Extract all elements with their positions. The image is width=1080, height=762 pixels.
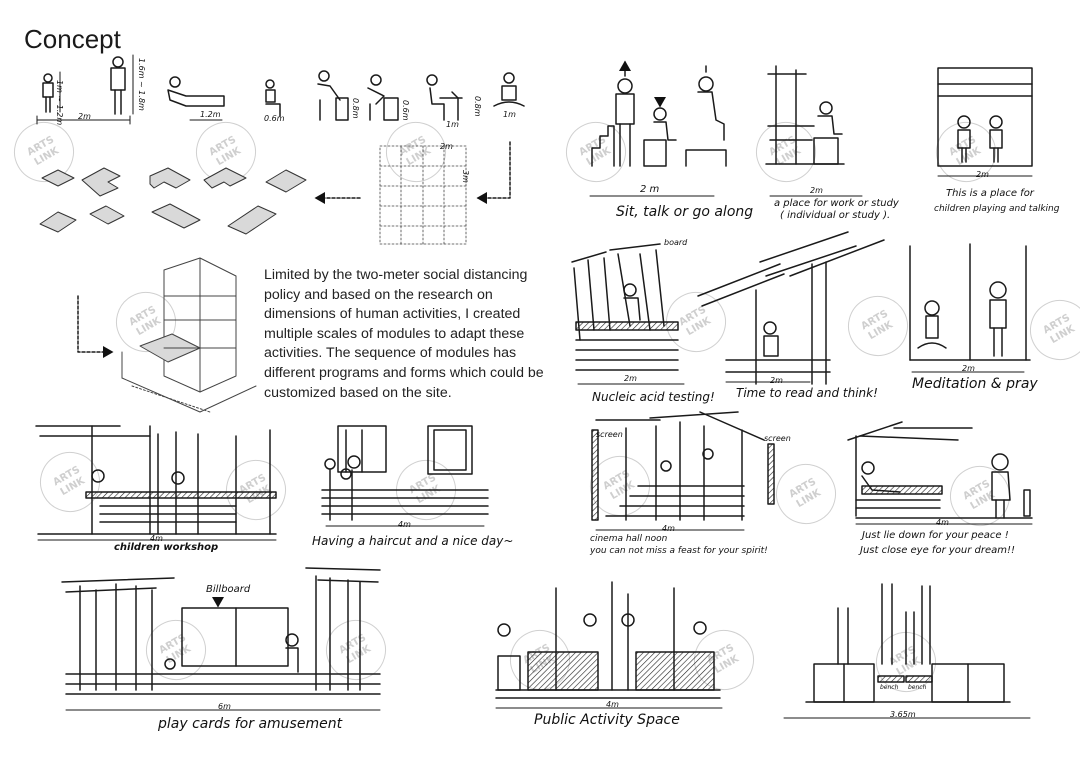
scale-label: 6m <box>218 702 231 711</box>
dim-adult-height: 1.6m ~ 1.8m <box>137 58 146 111</box>
sketch-play-cards <box>61 567 381 711</box>
caption-play-cards: play cards for amusement <box>158 716 343 732</box>
sketch-children-workshop <box>35 425 277 541</box>
human-dimensions-row <box>36 54 525 125</box>
sketch-haircut <box>321 425 489 527</box>
caption-public-activity: Public Activity Space <box>534 712 680 728</box>
dim-work-width: 1m <box>446 120 459 129</box>
scale-label: 4m <box>606 700 619 709</box>
scale-label: 4m <box>398 520 411 529</box>
caption-billboard: Billboard <box>206 584 251 595</box>
caption-children-workshop: children workshop <box>114 542 219 553</box>
caption-bench-2: bench <box>908 684 927 691</box>
module-grid <box>379 145 467 245</box>
scale-label: 3.65m <box>890 710 916 719</box>
scale-label: 4m <box>936 518 949 527</box>
dim-seat-low: 0.6m <box>264 114 285 123</box>
dim-desk: 0.8m <box>351 98 360 119</box>
caption-board: board <box>664 238 688 247</box>
caption-sit-talk: Sit, talk or go along <box>616 204 754 220</box>
caption-screen-left: screen <box>596 430 623 439</box>
sketch-nucleic <box>571 243 685 385</box>
sketch-read-think <box>697 231 885 385</box>
scale-label: 4m <box>662 524 675 533</box>
dim-grid-side: 3m <box>461 170 470 183</box>
dim-grid-top: 2m <box>440 142 453 151</box>
dim-work: 0.8m <box>473 96 482 117</box>
dim-child-height: 1m ~ 1.2m <box>55 80 64 126</box>
caption-cinema: cinema hall noon <box>590 534 668 544</box>
sketch-lie-down <box>847 421 1033 525</box>
sketch-work-study <box>765 65 863 197</box>
isometric-module <box>121 257 257 413</box>
dim-meditate: 1m <box>503 110 516 119</box>
scale-label: 2m <box>810 186 823 195</box>
scale-label: 2m <box>976 170 989 179</box>
scale-label: 2m <box>770 376 783 385</box>
caption-read-think: Time to read and think! <box>736 386 878 400</box>
caption-meditation: Meditation & pray <box>912 376 1038 392</box>
caption-screen-right: screen <box>764 434 791 443</box>
caption-nucleic: Nucleic acid testing! <box>592 390 715 404</box>
caption-bench-1: bench <box>880 684 899 691</box>
caption-children-play-sub: children playing and talking <box>934 204 1060 214</box>
sketch-sit-talk <box>589 60 727 197</box>
sketch-meditation <box>909 243 1031 373</box>
caption-lie-down: Just lie down for your peace ! <box>862 530 1009 541</box>
caption-haircut: Having a haircut and a nice day~ <box>312 534 514 548</box>
caption-cinema-sub: you can not miss a feast for your spirit… <box>590 546 768 556</box>
scale-label: 2m <box>962 364 975 373</box>
scale-label: 2 m <box>640 184 660 195</box>
caption-lie-down-sub: Just close eye for your dream!! <box>860 545 1016 556</box>
sketch-bench-elevation <box>783 583 1031 719</box>
page-title: Concept <box>24 24 121 54</box>
caption-children-play: This is a place for <box>946 188 1034 199</box>
caption-work-study: a place for work or study <box>774 198 899 209</box>
sketch-cinema <box>591 411 775 531</box>
dim-width-2m: 2m <box>78 112 91 121</box>
dim-seat: 0.6m <box>401 100 410 121</box>
scale-label: 4m <box>150 534 163 543</box>
module-pieces <box>39 167 307 235</box>
sketch-children-play <box>937 67 1033 177</box>
caption-work-study-sub: ( individual or study ). <box>780 210 891 221</box>
concept-description: Limited by the two-meter social distanci… <box>264 267 544 401</box>
sketch-public-activity <box>495 581 723 709</box>
dim-lying: 1.2m <box>200 110 221 119</box>
scale-label: 2m <box>624 374 637 383</box>
